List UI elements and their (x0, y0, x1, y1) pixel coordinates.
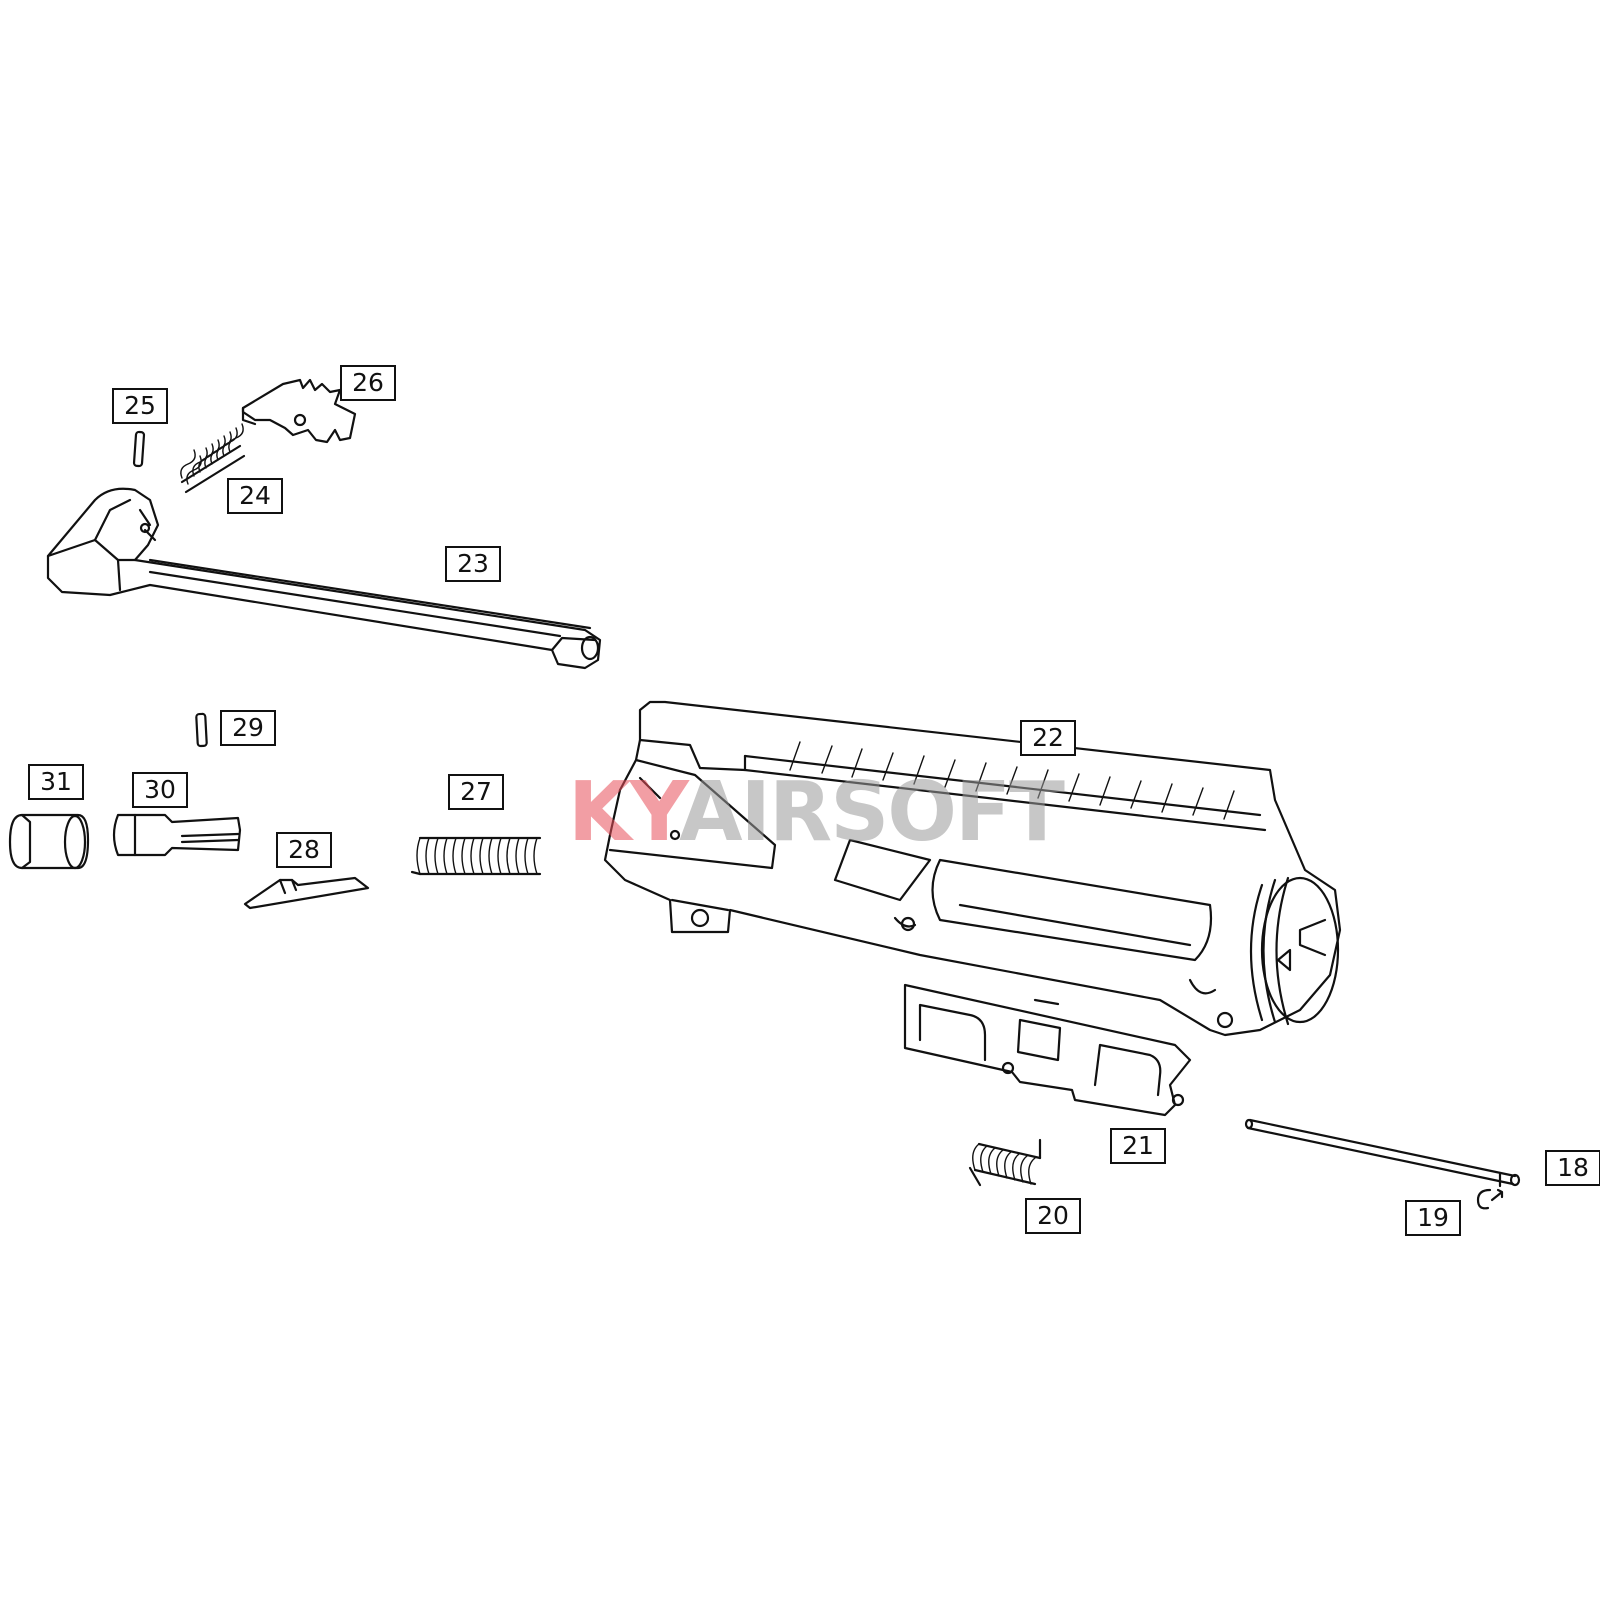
guide-rod-tip-icon (1244, 1118, 1521, 1188)
part-label-31: 31 (28, 764, 84, 800)
part-label-22: 22 (1020, 720, 1076, 756)
part-label-21: 21 (1110, 1128, 1166, 1164)
roll-pin-icon (132, 430, 146, 468)
e-clip-icon (1476, 1188, 1504, 1210)
forward-assist-pawl-icon (243, 876, 370, 910)
part-label-19: 19 (1405, 1200, 1461, 1236)
part-label-29: 29 (220, 710, 276, 746)
part-label-30: 30 (132, 772, 188, 808)
part-label-28: 28 (276, 832, 332, 868)
part-label-23: 23 (445, 546, 501, 582)
part-label-24: 24 (227, 478, 283, 514)
upper-receiver-icon (603, 700, 1342, 1037)
latch-icon (241, 378, 357, 444)
roll-pin-icon (195, 712, 208, 748)
compression-spring-icon (410, 836, 542, 876)
part-label-18: 18 (1545, 1150, 1600, 1186)
dust-cover-icon (903, 983, 1192, 1117)
part-label-26: 26 (340, 365, 396, 401)
part-label-25: 25 (112, 388, 168, 424)
part-label-20: 20 (1025, 1198, 1081, 1234)
forward-assist-plunger-icon (112, 813, 242, 857)
forward-assist-cap-icon (8, 813, 90, 870)
torsion-spring-icon (968, 1138, 1042, 1187)
charging-handle-icon (46, 487, 602, 670)
spring-icon (180, 423, 246, 494)
part-label-27: 27 (448, 774, 504, 810)
